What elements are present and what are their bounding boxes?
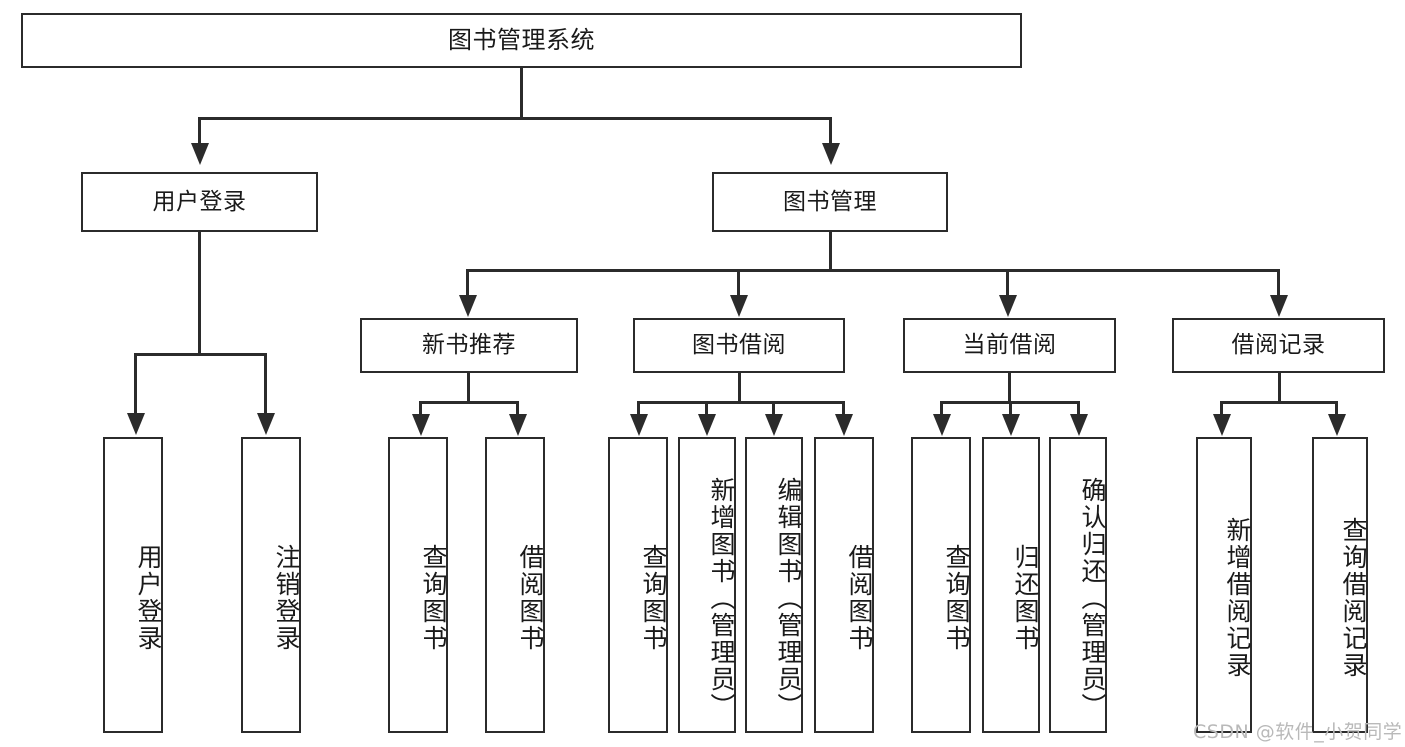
node-root-label: 图书管理系统: [448, 25, 595, 54]
connector-root-bus: [198, 117, 832, 120]
arrowhead-new-book-leaf-2: [509, 414, 527, 436]
arrowhead-book-borrow-leaf-1: [630, 414, 648, 436]
leaf-current-borrow-3-label: 确认归还（管理员）: [1078, 476, 1107, 720]
connector-book-borrow-bus: [637, 401, 845, 404]
arrowhead-book-manage: [822, 143, 840, 165]
arrowhead-current-borrow-leaf-3: [1070, 414, 1088, 436]
node-root[interactable]: 图书管理系统: [21, 13, 1022, 68]
leaf-book-borrow-3-label: 编辑图书（管理员）: [774, 476, 803, 720]
leaf-borrow-record-1[interactable]: 新增借阅记录: [1196, 437, 1252, 733]
connector-root-stem: [520, 68, 523, 119]
connector-current-borrow-to-leaf-3: [1077, 401, 1080, 417]
leaf-user-login-2[interactable]: 注销登录: [241, 437, 301, 733]
connector-current-borrow-stem: [1008, 373, 1011, 403]
leaf-new-book-2[interactable]: 借阅图书: [485, 437, 545, 733]
leaf-borrow-record-2-label: 查询借阅记录: [1339, 517, 1368, 679]
csdn-watermark: CSDN @软件_小贺同学: [1193, 721, 1403, 743]
arrowhead-book-borrow-leaf-2: [698, 414, 716, 436]
arrowhead-borrow-record-leaf-2: [1328, 414, 1346, 436]
node-borrow-record-label: 借阅记录: [1231, 332, 1326, 359]
node-new-book-recommend-label: 新书推荐: [422, 332, 516, 359]
arrowhead-new-book-leaf-1: [412, 414, 430, 436]
arrowhead-user-login: [191, 143, 209, 165]
node-new-book-recommend[interactable]: 新书推荐: [360, 318, 578, 373]
arrowhead-book-borrow-leaf-3: [765, 414, 783, 436]
leaf-new-book-2-label: 借阅图书: [516, 544, 545, 652]
leaf-user-login-1[interactable]: 用户登录: [103, 437, 163, 733]
connector-borrow-record-to-leaf-1: [1220, 401, 1223, 417]
leaf-user-login-1-label: 用户登录: [134, 544, 163, 652]
arrowhead-borrow-record: [1270, 295, 1288, 317]
connector-user-login-stem: [198, 232, 201, 355]
leaf-book-borrow-1[interactable]: 查询图书: [608, 437, 668, 733]
leaf-borrow-record-2[interactable]: 查询借阅记录: [1312, 437, 1368, 733]
arrowhead-user-login-leaf-2: [257, 413, 275, 435]
connector-current-borrow-to-leaf-2: [1009, 401, 1012, 417]
connector-book-manage-stem: [829, 232, 832, 272]
leaf-current-borrow-2-label: 归还图书: [1011, 544, 1040, 652]
leaf-current-borrow-1-label: 查询图书: [942, 544, 971, 652]
connector-user-login-bus: [134, 353, 267, 356]
leaf-book-borrow-2-label: 新增图书（管理员）: [707, 476, 736, 720]
connector-book-borrow-to-leaf-2: [705, 401, 708, 417]
connector-current-borrow-to-leaf-1: [940, 401, 943, 417]
connector-root-to-book-manage: [829, 117, 832, 145]
connector-new-book-stem: [467, 373, 470, 403]
connector-book-manage-to-book-borrow: [737, 269, 740, 297]
arrowhead-book-borrow: [730, 295, 748, 317]
connector-book-borrow-stem: [738, 373, 741, 403]
connector-new-book-bus: [419, 401, 519, 404]
connector-user-login-to-leaf-1: [134, 353, 137, 415]
leaf-current-borrow-3[interactable]: 确认归还（管理员）: [1049, 437, 1107, 733]
connector-book-borrow-to-leaf-3: [772, 401, 775, 417]
connector-user-login-to-leaf-2: [264, 353, 267, 415]
connector-root-to-user-login: [198, 117, 201, 145]
leaf-book-borrow-4[interactable]: 借阅图书: [814, 437, 874, 733]
node-current-borrow-label: 当前借阅: [962, 332, 1057, 359]
arrowhead-current-borrow-leaf-1: [933, 414, 951, 436]
leaf-borrow-record-1-label: 新增借阅记录: [1223, 517, 1252, 679]
node-book-borrow[interactable]: 图书借阅: [633, 318, 845, 373]
connector-book-manage-to-new-book: [466, 269, 469, 297]
connector-borrow-record-stem: [1278, 373, 1281, 403]
node-book-manage-label: 图书管理: [783, 188, 877, 215]
connector-book-manage-to-borrow-record: [1277, 269, 1280, 297]
connector-book-manage-bus: [466, 269, 1280, 272]
arrowhead-current-borrow-leaf-2: [1002, 414, 1020, 436]
arrowhead-book-borrow-leaf-4: [835, 414, 853, 436]
node-book-borrow-label: 图书借阅: [692, 332, 786, 359]
leaf-book-borrow-3[interactable]: 编辑图书（管理员）: [745, 437, 803, 733]
leaf-current-borrow-2[interactable]: 归还图书: [982, 437, 1040, 733]
connector-borrow-record-to-leaf-2: [1335, 401, 1338, 417]
node-book-manage[interactable]: 图书管理: [712, 172, 948, 232]
leaf-book-borrow-1-label: 查询图书: [639, 544, 668, 652]
leaf-new-book-1-label: 查询图书: [419, 544, 448, 652]
arrowhead-current-borrow: [999, 295, 1017, 317]
leaf-book-borrow-4-label: 借阅图书: [845, 544, 874, 652]
arrowhead-borrow-record-leaf-1: [1213, 414, 1231, 436]
leaf-new-book-1[interactable]: 查询图书: [388, 437, 448, 733]
connector-book-manage-to-current-borrow: [1006, 269, 1009, 297]
connector-borrow-record-bus: [1220, 401, 1338, 404]
node-user-login[interactable]: 用户登录: [81, 172, 318, 232]
node-current-borrow[interactable]: 当前借阅: [903, 318, 1116, 373]
leaf-book-borrow-2[interactable]: 新增图书（管理员）: [678, 437, 736, 733]
connector-new-book-to-leaf-2: [516, 401, 519, 417]
leaf-current-borrow-1[interactable]: 查询图书: [911, 437, 971, 733]
arrowhead-user-login-leaf-1: [127, 413, 145, 435]
node-user-login-label: 用户登录: [152, 188, 247, 215]
leaf-user-login-2-label: 注销登录: [272, 544, 301, 652]
connector-book-borrow-to-leaf-1: [637, 401, 640, 417]
arrowhead-new-book: [459, 295, 477, 317]
connector-new-book-to-leaf-1: [419, 401, 422, 417]
node-borrow-record[interactable]: 借阅记录: [1172, 318, 1385, 373]
connector-book-borrow-to-leaf-4: [842, 401, 845, 417]
